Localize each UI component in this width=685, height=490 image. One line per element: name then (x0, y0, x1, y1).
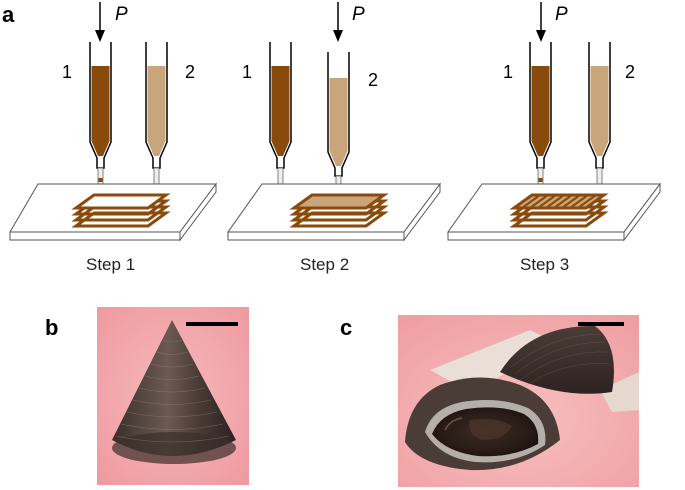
panel-letter-c: c (340, 315, 352, 340)
syringe-2-label-step-3: 2 (625, 62, 635, 82)
syringe-1-label-step-3: 1 (503, 62, 513, 82)
syringe-1-step-3 (529, 42, 552, 185)
panel-letter-a: a (2, 2, 15, 27)
step-3-label: Step 3 (520, 255, 569, 274)
syringe-2-step-1 (145, 42, 168, 185)
print-stack-step-3 (509, 193, 609, 228)
syringe-1-label-step-2: 1 (242, 62, 252, 82)
chocolate-dome-front (405, 377, 560, 471)
pressure-label-2: P (352, 4, 365, 25)
syringe-2-label-step-1: 2 (185, 62, 195, 82)
chocolate-dome-back (500, 325, 614, 394)
chocolate-cone (112, 320, 236, 464)
panel-a: a P 1 2 (2, 2, 661, 274)
pressure-label-3: P (555, 4, 568, 25)
step-2-group: P 1 2 (227, 2, 441, 274)
syringe-2-step-3 (588, 42, 611, 185)
syringe-1-label-step-1: 1 (62, 62, 72, 82)
pressure-arrowhead-3 (536, 30, 546, 42)
step-1-label: Step 1 (86, 255, 135, 274)
step-2-label: Step 2 (300, 255, 349, 274)
syringe-2-step-2 (327, 52, 350, 193)
pressure-arrowhead-1 (95, 30, 105, 42)
syringe-1-step-1 (89, 42, 112, 185)
scale-bar-b (186, 322, 238, 326)
scale-bar-c (578, 322, 624, 326)
step-1-group: P 1 2 (9, 2, 217, 274)
print-stack-step-1 (71, 193, 171, 228)
syringe-1-step-2 (269, 42, 292, 185)
paper-sheet-right (600, 372, 639, 412)
pressure-label-1: P (115, 4, 128, 25)
panel-letter-b: b (45, 315, 58, 340)
panel-c: c (340, 315, 639, 487)
step-3-group: P 1 2 (447, 2, 661, 274)
panel-b: b (45, 307, 249, 485)
syringe-2-label-step-2: 2 (368, 70, 378, 90)
print-stack-step-2 (289, 193, 389, 228)
pressure-arrowhead-2 (333, 30, 343, 42)
